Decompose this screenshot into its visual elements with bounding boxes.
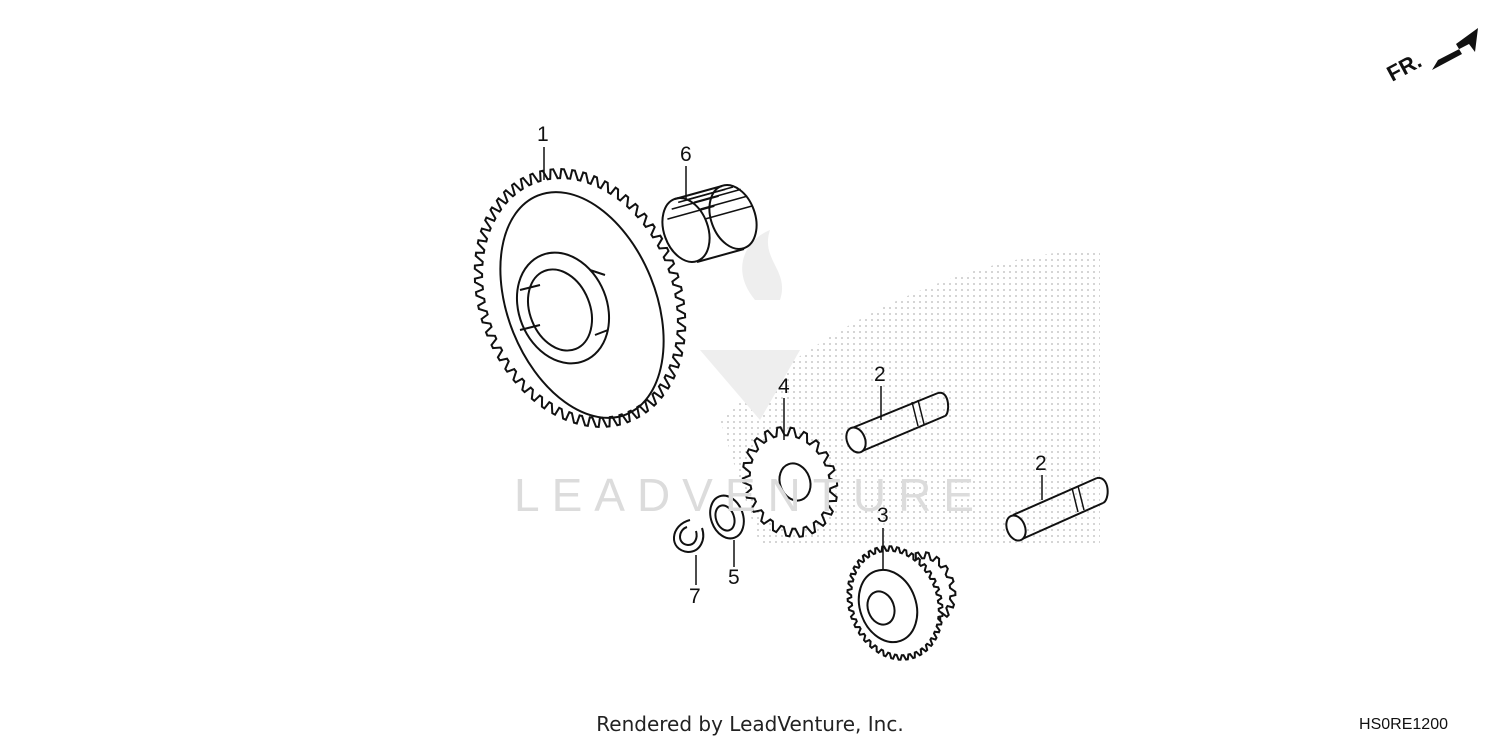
small-gear-part (741, 426, 839, 538)
shaft-pin-upper-part (845, 391, 950, 454)
leader-lines (543, 147, 1043, 585)
front-direction-arrow-icon: FR. (1383, 28, 1478, 86)
front-direction-label: FR. (1383, 48, 1426, 87)
washer-part (709, 494, 745, 540)
large-gear-part (473, 168, 687, 428)
callout-7: 7 (689, 585, 701, 608)
snap-ring-part (673, 519, 705, 554)
callout-5: 5 (728, 566, 740, 589)
double-gear-part (846, 545, 957, 661)
shaft-pin-lower-part (1005, 476, 1109, 542)
callout-1: 1 (537, 123, 549, 146)
callout-2-lower: 2 (1035, 452, 1047, 475)
watermark-text: LEADVENTURE (514, 469, 986, 521)
callout-2-upper: 2 (874, 363, 886, 386)
diagram-code: HS0RE1200 (1359, 716, 1448, 733)
needle-bearing-part (661, 184, 758, 263)
footer-credit: Rendered by LeadVenture, Inc. (596, 712, 904, 736)
callout-4: 4 (778, 375, 790, 398)
callout-6: 6 (680, 143, 692, 166)
callout-3: 3 (877, 504, 889, 527)
